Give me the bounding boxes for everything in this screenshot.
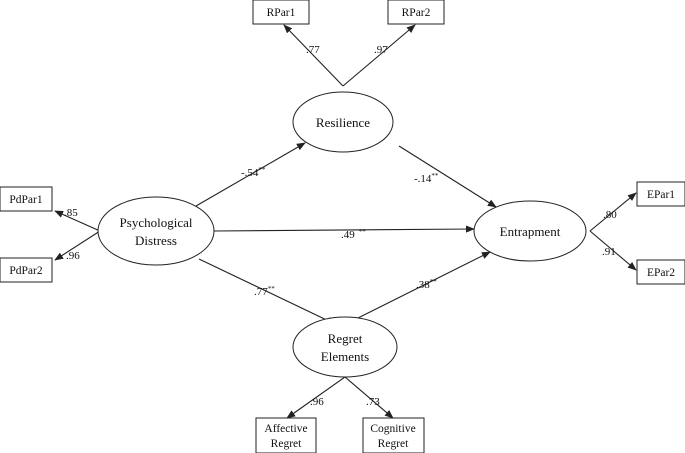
indicator-pdpar1: PdPar1 — [0, 186, 53, 212]
node-label: EPar2 — [647, 267, 675, 279]
coef-regret-affective: .96 — [310, 396, 324, 408]
indicator-affective-regret: Affective Regret — [255, 417, 317, 453]
node-label-line2: Regret — [378, 438, 409, 450]
node-label-line1: Cognitive — [370, 423, 415, 435]
edge-distress-entrapment — [212, 225, 475, 233]
coef-resilience-rpar2: .97 — [374, 44, 388, 56]
edge-entrapment-epar2 — [589, 230, 637, 271]
coef-distress-entrapment: .49 ** — [341, 228, 366, 241]
edge-regret-entrapment — [349, 251, 491, 323]
coef-entrapment-epar1: .80 — [603, 209, 617, 221]
edge-entrapment-epar1 — [589, 192, 637, 232]
node-label-line2: Distress — [135, 233, 177, 248]
edge-resilience-rpar1 — [283, 24, 344, 87]
coef-value: -.14 — [414, 173, 432, 185]
edge-resilience-entrapment — [398, 145, 497, 208]
node-label: EPar1 — [647, 189, 675, 201]
indicator-rpar2: RPar2 — [387, 0, 445, 25]
coef-distress-resilience: -.54** — [241, 166, 266, 179]
node-label-line1: Affective — [264, 423, 307, 435]
indicator-pdpar2: PdPar2 — [0, 257, 53, 283]
node-label: PdPar2 — [9, 265, 42, 277]
edge-regret-affective — [286, 376, 346, 419]
node-label: Entrapment — [500, 224, 561, 239]
node-label: RPar2 — [402, 7, 431, 19]
indicator-epar1: EPar1 — [636, 181, 685, 207]
coef-value: .77 — [254, 286, 268, 298]
coef-distress-regret: .77** — [254, 285, 275, 298]
edge-distress-regret — [198, 258, 336, 325]
node-label: RPar1 — [267, 7, 296, 19]
coef-value: .38 — [416, 279, 430, 291]
edge-distress-pdpar2 — [54, 230, 101, 261]
significance-mark: ** — [430, 278, 438, 286]
node-label-line2: Regret — [271, 438, 302, 450]
significance-mark: ** — [268, 285, 276, 293]
coef-value: .49 — [341, 229, 355, 241]
significance-mark: ** — [431, 172, 439, 180]
coef-entrapment-epar2: .91 — [602, 246, 616, 258]
indicator-cognitive-regret: Cognitive Regret — [362, 417, 425, 453]
node-label: Resilience — [316, 115, 370, 130]
indicator-epar2: EPar2 — [636, 259, 685, 285]
coef-regret-cognitive: .73 — [366, 396, 380, 408]
latent-regret-elements: Regret Elements — [292, 316, 398, 378]
coef-resilience-entrapment: -.14** — [414, 172, 439, 185]
coef-value: -.54 — [241, 167, 259, 179]
significance-mark: ** — [359, 228, 367, 236]
edges — [54, 24, 637, 419]
node-label-line2: Elements — [321, 349, 369, 364]
significance-mark: ** — [258, 166, 266, 174]
latent-entrapment: Entrapment — [473, 200, 587, 262]
coef-resilience-rpar1: .77 — [306, 44, 320, 56]
node-label: PdPar1 — [9, 194, 42, 206]
coef-distress-pdpar1: .85 — [64, 207, 78, 219]
node-label-line1: Psychological — [120, 215, 193, 230]
latent-psychological-distress: Psychological Distress — [97, 196, 215, 266]
coef-distress-pdpar2: .96 — [66, 250, 80, 262]
path-labels: .77 .97 -.54** -.14** .49** .77** .38** … — [64, 44, 617, 408]
coef-regret-entrapment: .38** — [416, 278, 437, 291]
edge-resilience-rpar2 — [342, 24, 416, 87]
indicator-rpar1: RPar1 — [252, 0, 310, 25]
latent-resilience: Resilience — [292, 91, 394, 153]
edge-distress-pdpar1 — [54, 210, 101, 232]
edge-regret-cognitive — [344, 376, 394, 419]
node-label-line1: Regret — [328, 331, 363, 346]
edge-distress-resilience — [195, 142, 306, 207]
